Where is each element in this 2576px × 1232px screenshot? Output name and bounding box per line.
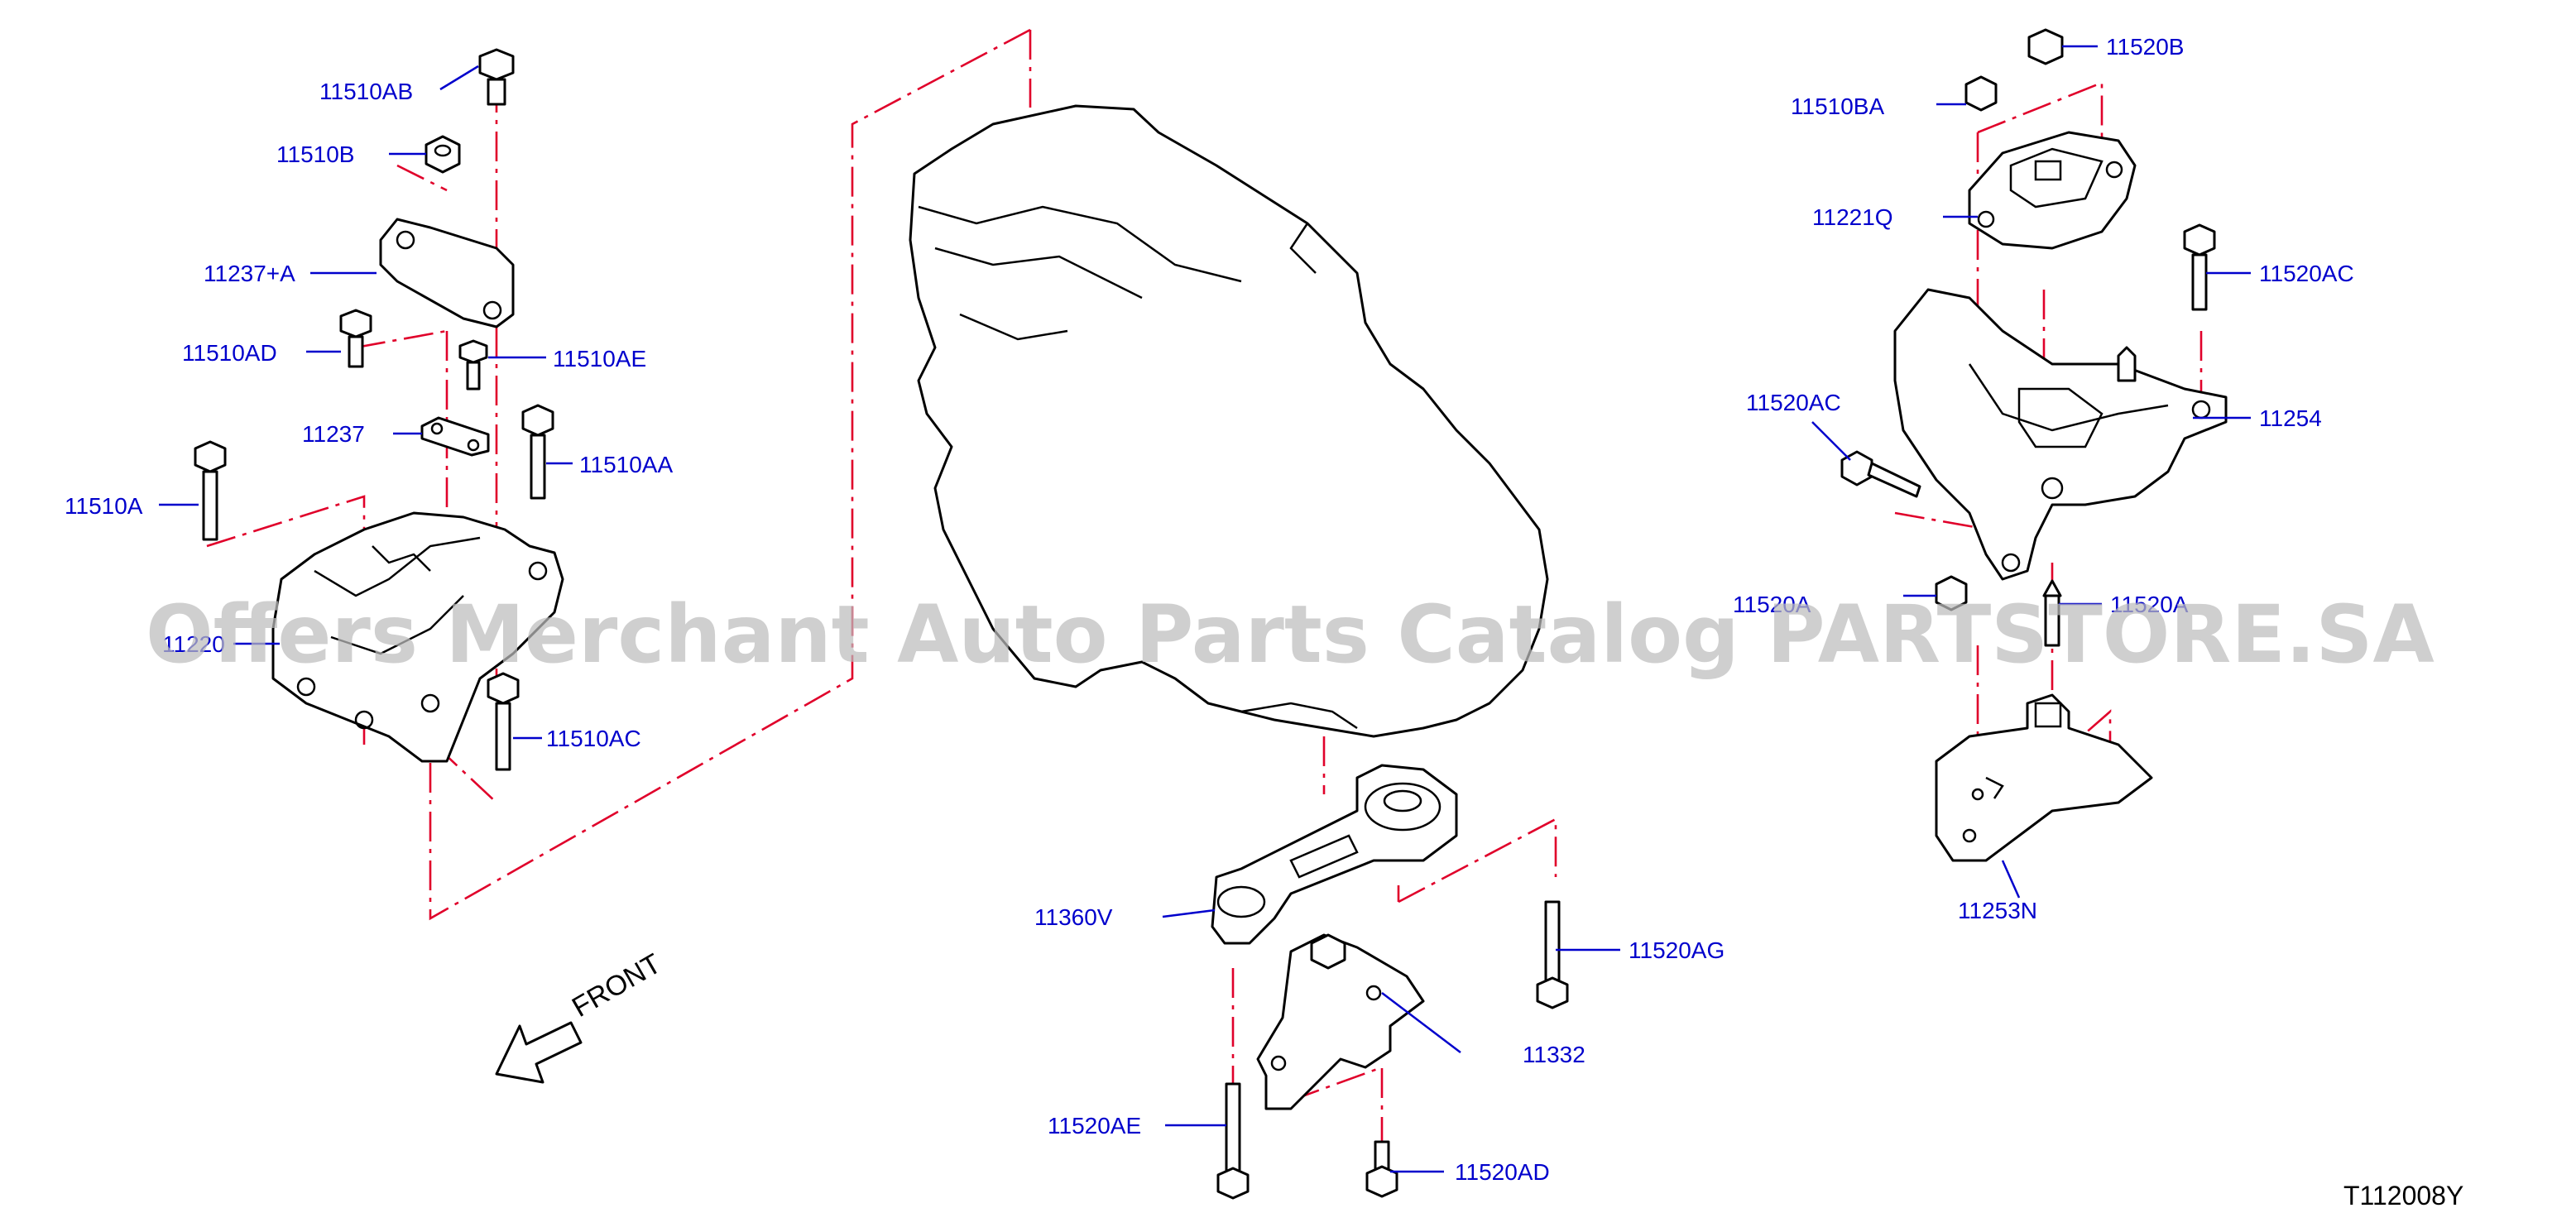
label-11510AA: 11510AA <box>579 452 673 477</box>
label-11237A: 11237+A <box>204 261 295 286</box>
nut-11520B <box>2027 28 2064 65</box>
label-11510AB: 11510AB <box>319 79 413 104</box>
label-11520AG: 11520AG <box>1629 937 1725 963</box>
front-arrow <box>495 1021 583 1084</box>
label-11520A-right: 11520A <box>2110 592 2189 617</box>
label-11520AC-side: 11520AC <box>1746 390 1841 415</box>
label-11237: 11237 <box>302 421 365 447</box>
diagram-code: T112008Y <box>2343 1181 2463 1210</box>
stud-11520A-right <box>2042 579 2062 647</box>
label-11254: 11254 <box>2259 405 2322 431</box>
front-label: FRONT <box>567 947 666 1023</box>
left-mount-assembly <box>194 48 564 771</box>
torque-rod-11360V <box>1211 764 1458 945</box>
bolt-11520AC-top <box>2183 223 2216 311</box>
label-11520AD: 11520AD <box>1455 1159 1550 1185</box>
bracket-11253N <box>1935 693 2153 862</box>
nut-11510BA <box>1964 75 1998 112</box>
label-11510BA: 11510BA <box>1791 93 1884 119</box>
part-labels: 11510AB 11510B 11237+A 11510AD 11510AE 1… <box>65 34 2354 1185</box>
nut-11510B <box>425 135 461 174</box>
label-11510AE: 11510AE <box>553 346 646 372</box>
label-11520A: 11520A <box>1733 592 1811 617</box>
bolt-11510AE <box>458 339 488 391</box>
bolt-11510AA <box>521 404 554 500</box>
label-11221Q: 11221Q <box>1812 204 1893 230</box>
bracket-11332 <box>1256 933 1425 1110</box>
label-11332: 11332 <box>1523 1042 1585 1067</box>
center-mount-assembly <box>1211 764 1569 1200</box>
label-11510AD: 11510AD <box>182 340 277 366</box>
bolt-11510A <box>194 440 227 541</box>
bolt-11520AC-side <box>1840 450 1921 498</box>
watermark: Offers Merchant Auto Parts Catalog PARTS… <box>146 588 2434 681</box>
label-11520B: 11520B <box>2106 34 2184 60</box>
bolt-11510AB <box>478 48 515 106</box>
label-11510B: 11510B <box>276 141 354 167</box>
bolt-11520AG <box>1536 900 1569 1009</box>
bolt-11510AC <box>487 672 520 771</box>
bracket-11254 <box>1893 288 2228 581</box>
leader-lines <box>159 45 2251 1173</box>
label-11253N: 11253N <box>1958 898 2037 923</box>
bolt-11520AD <box>1365 1140 1398 1198</box>
label-11520AE: 11520AE <box>1048 1113 1141 1139</box>
label-11510A: 11510A <box>65 493 143 519</box>
label-11510AC: 11510AC <box>546 726 641 751</box>
right-mount-assembly <box>1840 28 2228 862</box>
label-11360V: 11360V <box>1034 904 1113 930</box>
bolt-11510AD <box>339 309 372 368</box>
bracket-11237A <box>379 218 515 328</box>
plate-11237 <box>420 416 490 457</box>
bolt-11520AE <box>1216 1082 1250 1200</box>
label-11220: 11220 <box>162 631 225 657</box>
insulator-11221Q <box>1968 131 2137 250</box>
nut-11520A <box>1935 575 1968 611</box>
engine-mount-11220 <box>271 511 564 763</box>
label-11520AC-top: 11520AC <box>2259 261 2354 286</box>
engine-outline <box>909 104 1549 738</box>
